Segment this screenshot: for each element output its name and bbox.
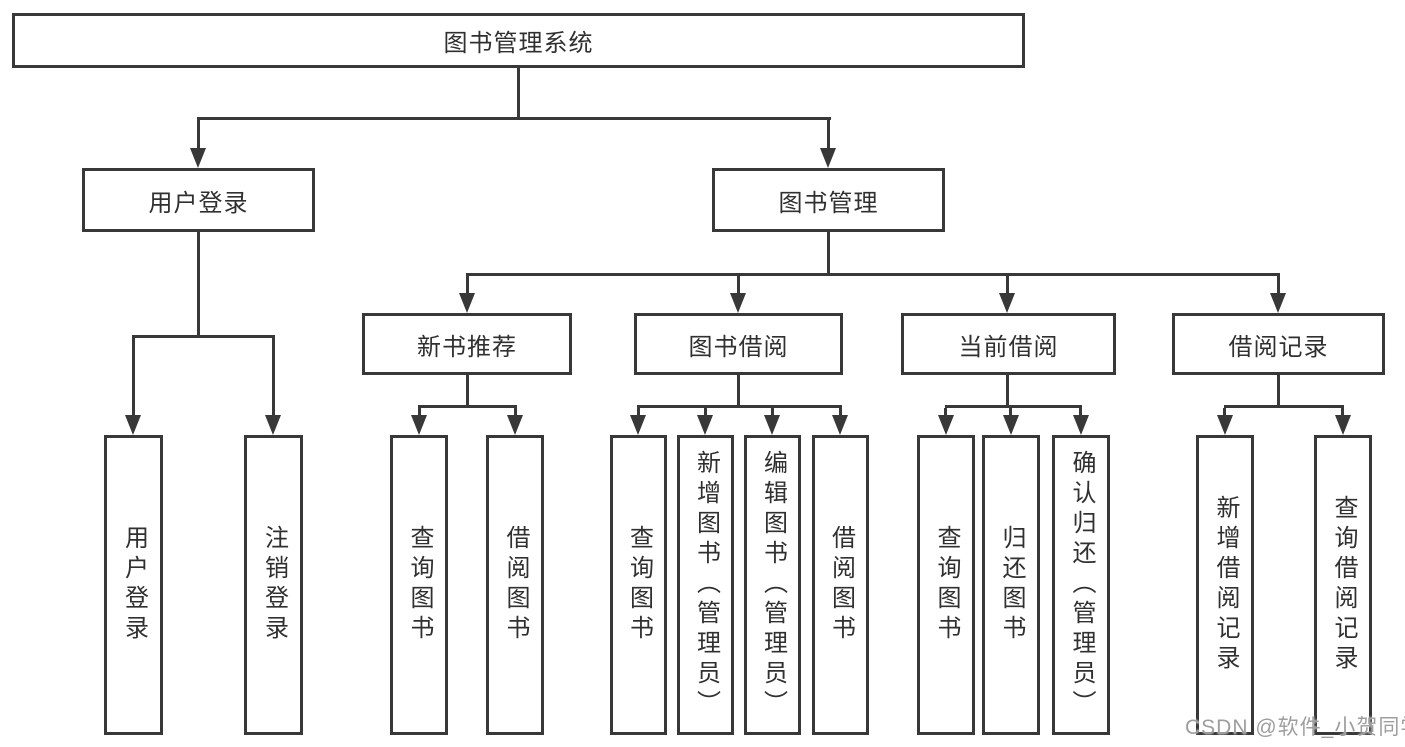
leaf-query-books: 查询图书 <box>917 435 975 735</box>
node-borrowing-records: 借阅记录 <box>1172 313 1385 375</box>
leaf-label: 查询图书 <box>933 525 960 645</box>
connector-stem <box>132 338 135 415</box>
node-label: 图书管理 <box>778 189 879 217</box>
node-label: 新书推荐 <box>417 333 517 361</box>
connector-hline <box>197 117 831 120</box>
arrowhead-down-icon <box>1335 415 1351 435</box>
leaf-edit-books-admin: 编辑图书（管理员） <box>744 435 801 735</box>
leaf-user-login: 用户登录 <box>104 435 163 735</box>
node-user-login: 用户登录 <box>82 168 315 232</box>
leaf-label: 编辑图书（管理员） <box>759 450 787 720</box>
connector-stem <box>944 408 947 415</box>
arrowhead-down-icon <box>1270 293 1286 313</box>
arrowhead-down-icon <box>125 415 141 435</box>
connector-stem <box>771 408 774 415</box>
leaf-label: 用户登录 <box>120 525 148 645</box>
leaf-query-books: 查询图书 <box>610 435 667 735</box>
arrowhead-down-icon <box>999 293 1015 313</box>
arrowhead-down-icon <box>411 415 427 435</box>
leaf-add-books-admin: 新增图书（管理员） <box>677 435 734 735</box>
leaf-confirm-return-admin: 确认归还（管理员） <box>1052 435 1110 735</box>
arrowhead-down-icon <box>459 293 475 313</box>
leaf-logout: 注销登录 <box>244 435 303 735</box>
arrowhead-down-icon <box>820 148 836 168</box>
connector-stem <box>827 120 830 150</box>
watermark: CSDN @软件_小贺同学 <box>1185 716 1405 739</box>
connector-hline <box>418 405 517 408</box>
node-book-borrowing: 图书借阅 <box>634 313 843 375</box>
connector-stem <box>1223 408 1226 415</box>
leaf-label: 注销登录 <box>260 525 288 645</box>
arrowhead-down-icon <box>938 415 954 435</box>
node-library-system: 图书管理系统 <box>12 13 1025 68</box>
arrowhead-down-icon <box>1003 415 1019 435</box>
connector-hline <box>466 273 1280 276</box>
arrowhead-down-icon <box>730 293 746 313</box>
connector-stem <box>514 408 517 415</box>
connector-vline <box>1006 375 1009 408</box>
arrowhead-down-icon <box>764 415 780 435</box>
arrowhead-down-icon <box>265 415 281 435</box>
connector-stem <box>466 276 469 293</box>
connector-stem <box>1277 276 1280 293</box>
arrowhead-down-icon <box>507 415 523 435</box>
leaf-query-borrow-record: 查询借阅记录 <box>1314 435 1372 735</box>
connector-vline <box>517 68 520 120</box>
connector-vline <box>737 375 740 408</box>
arrowhead-down-icon <box>832 415 848 435</box>
leaf-query-books: 查询图书 <box>390 435 448 735</box>
connector-stem <box>418 408 421 415</box>
connector-stem <box>839 408 842 415</box>
connector-stem <box>637 408 640 415</box>
leaf-add-borrow-record: 新增借阅记录 <box>1196 435 1254 735</box>
leaf-return-books: 归还图书 <box>982 435 1040 735</box>
leaf-label: 新增图书（管理员） <box>692 450 720 720</box>
connector-stem <box>1009 408 1012 415</box>
leaf-label: 查询图书 <box>406 525 433 645</box>
arrowhead-down-icon <box>190 148 206 168</box>
connector-hline <box>1224 405 1344 408</box>
arrowhead-down-icon <box>697 415 713 435</box>
node-label: 图书管理系统 <box>443 30 594 57</box>
node-book-management: 图书管理 <box>712 168 945 232</box>
leaf-label: 新增借阅记录 <box>1212 495 1239 675</box>
arrowhead-down-icon <box>630 415 646 435</box>
connector-stem <box>1006 276 1009 293</box>
arrowhead-down-icon <box>1073 415 1089 435</box>
connector-stem <box>1341 408 1344 415</box>
node-label: 借阅记录 <box>1228 333 1329 361</box>
leaf-label: 查询借阅记录 <box>1330 495 1357 675</box>
connector-hline <box>637 405 842 408</box>
node-label: 用户登录 <box>148 189 249 217</box>
leaf-label: 借阅图书 <box>502 525 529 645</box>
leaf-borrow-books: 借阅图书 <box>812 435 869 735</box>
node-current-borrowing: 当前借阅 <box>901 313 1116 375</box>
connector-stem <box>1079 408 1082 415</box>
leaf-borrow-books: 借阅图书 <box>486 435 544 735</box>
connector-stem <box>197 120 200 150</box>
node-new-book-recommend: 新书推荐 <box>362 313 572 375</box>
connector-hline <box>132 335 275 338</box>
connector-vline <box>1277 375 1280 408</box>
connector-stem <box>704 408 707 415</box>
connector-stem <box>737 276 740 293</box>
leaf-label: 借阅图书 <box>827 525 855 645</box>
node-label: 当前借阅 <box>958 333 1059 361</box>
connector-stem <box>272 338 275 415</box>
leaf-label: 查询图书 <box>625 525 653 645</box>
leaf-label: 确认归还（管理员） <box>1068 450 1095 720</box>
arrowhead-down-icon <box>1217 415 1233 435</box>
node-label: 图书借阅 <box>688 333 789 361</box>
leaf-label: 归还图书 <box>998 525 1025 645</box>
connector-vline <box>827 232 830 276</box>
connector-vline <box>466 375 469 408</box>
connector-vline <box>197 232 200 338</box>
connector-hline <box>945 405 1082 408</box>
